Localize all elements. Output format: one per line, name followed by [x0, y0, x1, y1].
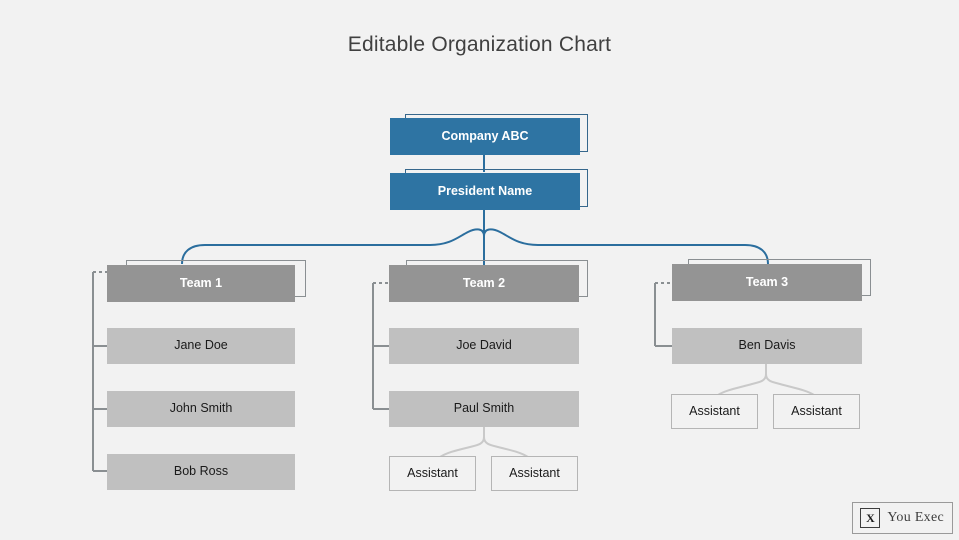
node-team3-assistant-1-label: Assistant	[689, 403, 740, 418]
node-team2-assistant-2-label: Assistant	[509, 465, 560, 480]
node-team-3-label: Team 3	[745, 274, 789, 289]
node-president-label: President Name	[437, 183, 533, 198]
node-team1-member-2-label: John Smith	[169, 401, 233, 416]
node-team3-assistant-1[interactable]: Assistant	[671, 394, 758, 429]
node-team1-member-1-label: Jane Doe	[174, 338, 228, 353]
logo-text: You Exec	[887, 510, 944, 525]
node-team2-assistant-1[interactable]: Assistant	[389, 456, 476, 491]
node-team2-member-2-label: Paul Smith	[453, 401, 515, 416]
node-team-1[interactable]: Team 1	[107, 265, 295, 302]
node-team3-assistant-2-label: Assistant	[791, 403, 842, 418]
page-title: Editable Organization Chart	[347, 33, 612, 56]
node-team3-member-1-label: Ben Davis	[738, 338, 796, 353]
node-team2-member-1[interactable]: Joe David	[389, 328, 579, 364]
node-company-label: Company ABC	[441, 128, 529, 143]
node-team3-assistant-2[interactable]: Assistant	[773, 394, 860, 429]
node-team-2-label: Team 2	[462, 275, 506, 290]
node-president[interactable]: President Name	[390, 173, 580, 210]
node-company[interactable]: Company ABC	[390, 118, 580, 155]
node-team-2[interactable]: Team 2	[389, 265, 579, 302]
node-team1-member-2[interactable]: John Smith	[107, 391, 295, 427]
node-team1-member-3[interactable]: Bob Ross	[107, 454, 295, 490]
node-team3-member-1[interactable]: Ben Davis	[672, 328, 862, 364]
node-team1-member-3-label: Bob Ross	[173, 464, 229, 479]
logo-x-icon: X	[860, 508, 881, 528]
node-team2-assistant-1-label: Assistant	[407, 465, 458, 480]
node-team2-member-1-label: Joe David	[456, 338, 512, 353]
node-team-3[interactable]: Team 3	[672, 264, 862, 301]
node-team1-member-1[interactable]: Jane Doe	[107, 328, 295, 364]
node-team2-member-2[interactable]: Paul Smith	[389, 391, 579, 427]
node-team2-assistant-2[interactable]: Assistant	[491, 456, 578, 491]
youexec-logo: X You Exec	[852, 502, 953, 534]
node-team-1-label: Team 1	[179, 275, 223, 290]
